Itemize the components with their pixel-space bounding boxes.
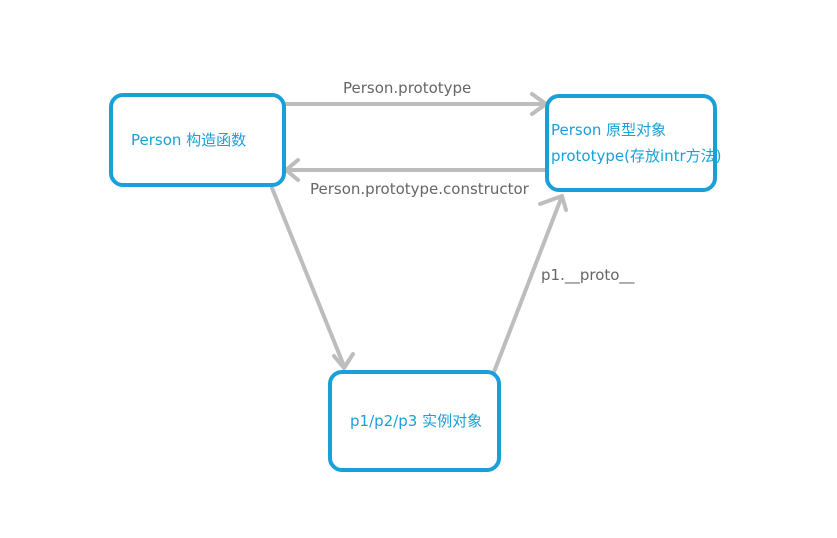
prototype-node-subtitle: prototype(存放intr方法) [551, 147, 722, 165]
edge-label-proto: p1.__proto__ [541, 266, 635, 284]
edge-instances-prototype [492, 194, 568, 374]
edge-label-prototype-constructor: Person.prototype.constructor [310, 180, 529, 198]
edge-label-person-prototype: Person.prototype [343, 79, 472, 97]
prototype-node: Person 原型对象 prototype(存放intr方法) [545, 94, 722, 192]
edge-constructor-instances [270, 186, 355, 370]
edge-person-prototype [284, 92, 548, 116]
constructor-node: Person 构造函数 [109, 93, 286, 187]
instances-node: p1/p2/p3 实例对象 [328, 370, 501, 472]
edge-prototype-constructor [284, 158, 548, 182]
prototype-node-title: Person 原型对象 [551, 120, 667, 139]
constructor-node-label: Person 构造函数 [131, 130, 247, 149]
instances-node-label: p1/p2/p3 实例对象 [350, 411, 483, 430]
